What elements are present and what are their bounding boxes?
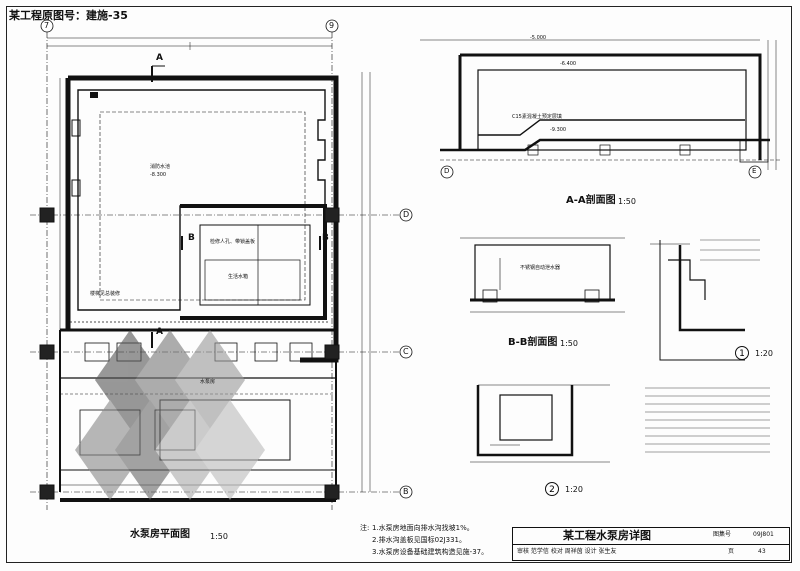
aa-cap-label: C15素混凝土预定层填 bbox=[512, 114, 562, 120]
grid-label-c: C bbox=[403, 347, 409, 356]
detail-2-marker: 2 bbox=[545, 482, 559, 496]
notes-title: 注: bbox=[360, 524, 370, 532]
tank-level: -8.300 bbox=[150, 172, 167, 178]
title-block: 某工程水泵房详图 图集号 09J801 审核 范学信 校对 周祥茵 设计 张生友… bbox=[512, 527, 790, 561]
drawing-header: 某工程原图号：建施-35 bbox=[9, 9, 128, 22]
aa-level-2: -6.400 bbox=[560, 61, 577, 67]
detail-2-scale: 1:20 bbox=[565, 485, 583, 494]
plan-title: 水泵房平面图 bbox=[130, 529, 190, 540]
tank-label: 消防水池 bbox=[150, 164, 171, 170]
page-label: 页 bbox=[728, 548, 735, 555]
plan-scale: 1:50 bbox=[210, 532, 228, 541]
atlas-number: 09J801 bbox=[753, 531, 774, 538]
grid-bubbles bbox=[40, 19, 413, 499]
aa-level-1: -5.000 bbox=[530, 35, 547, 41]
section-mark-a-top: A bbox=[156, 53, 163, 63]
valve-label: 检修人孔、带锁盖板 bbox=[210, 239, 256, 245]
grid-label-aa-e: E bbox=[752, 167, 757, 175]
notes-table-lines bbox=[645, 387, 770, 453]
atlas-label: 图集号 bbox=[713, 531, 732, 538]
page-number: 43 bbox=[758, 548, 766, 555]
grid-label-aa-d: D bbox=[444, 167, 450, 175]
section-bb-scale: 1:50 bbox=[560, 339, 578, 348]
title-block-top-row: 某工程水泵房详图 图集号 09J801 bbox=[513, 528, 789, 545]
note-2: 2.排水沟盖板见国标02J331。 bbox=[372, 536, 467, 544]
detail-1-linework bbox=[650, 239, 760, 361]
bb-label: 不锈钢自动泄水器 bbox=[520, 265, 561, 271]
detail-1-marker: 1 bbox=[735, 346, 749, 360]
drawing-frame bbox=[6, 6, 792, 563]
watermark-logo bbox=[75, 330, 265, 500]
pump-area-label: 水泵房 bbox=[200, 379, 216, 385]
section-aa-scale: 1:50 bbox=[618, 197, 636, 206]
aa-level-3: -9.300 bbox=[550, 127, 567, 133]
grid-label-d: D bbox=[403, 210, 410, 219]
section-mark-a-bottom: A bbox=[156, 327, 163, 337]
section-mark-b-right: B bbox=[322, 233, 329, 243]
detail-1-scale: 1:20 bbox=[755, 349, 773, 358]
life-tank-label: 生活水箱 bbox=[228, 274, 249, 280]
grid-label-b: B bbox=[403, 487, 409, 496]
section-aa-title: A-A剖面图 bbox=[566, 195, 616, 206]
note-1: 1.水泵房地面向排水沟找坡1%。 bbox=[372, 524, 474, 532]
drawing-name: 某工程水泵房详图 bbox=[563, 529, 651, 542]
grid-label-7: 7 bbox=[44, 21, 50, 30]
section-mark-b-left: B bbox=[188, 233, 195, 243]
stair-label: 楼梯见总装修 bbox=[90, 291, 121, 297]
section-aa-linework bbox=[420, 39, 780, 170]
grid-label-9: 9 bbox=[329, 21, 335, 30]
note-3: 3.水泵房设备基础建筑构造见施-37。 bbox=[372, 548, 489, 556]
section-bb-linework bbox=[460, 237, 625, 313]
detail-2-linework bbox=[470, 384, 610, 463]
section-bb-title: B-B剖面图 bbox=[508, 337, 558, 348]
signature-row: 审核 范学信 校对 周祥茵 设计 张生友 bbox=[517, 548, 617, 555]
